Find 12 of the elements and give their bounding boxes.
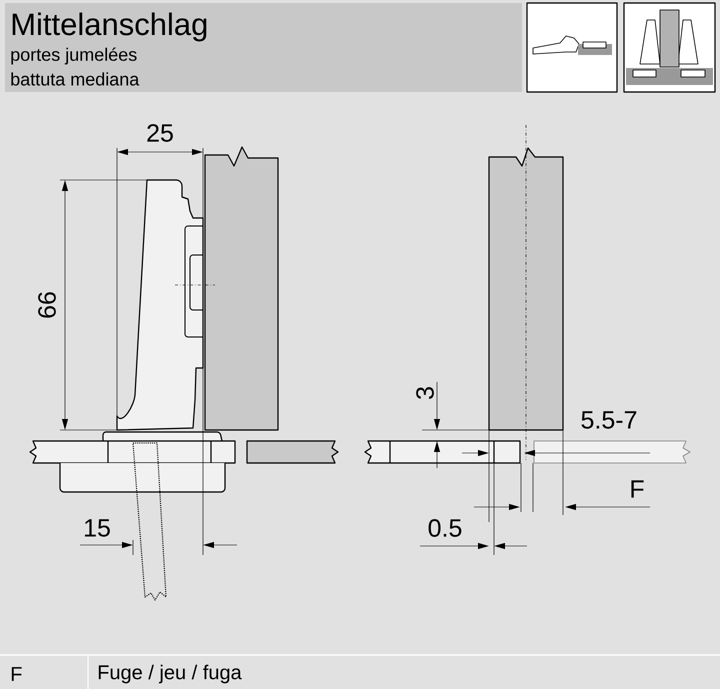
dimension-label: 25 <box>147 124 173 142</box>
dimension-label: 0.5 <box>428 519 462 537</box>
table-key: F <box>12 667 22 681</box>
dimension-label: 5.5-7 <box>582 411 636 429</box>
subtitle: portes jumelées <box>11 48 137 64</box>
dimension-label: 3 <box>416 387 434 399</box>
dimension-label: 15 <box>85 519 110 537</box>
subtitle: battuta mediana <box>11 72 140 86</box>
dimension-label: F <box>631 480 644 498</box>
table-description: Fuge / jeu / fuga <box>98 664 242 684</box>
dimension-label: 66 <box>38 292 56 318</box>
title: Mittelanschlag <box>12 12 206 42</box>
